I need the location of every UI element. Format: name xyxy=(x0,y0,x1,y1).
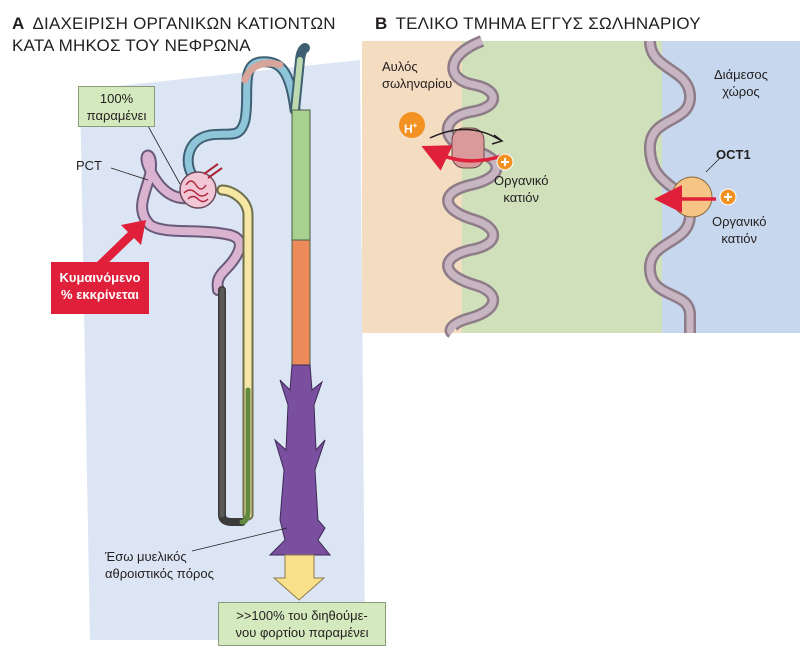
h-exchanger xyxy=(421,127,506,171)
duct-label-line-1: Έσω μυελικός xyxy=(105,549,187,564)
excretion-arrow xyxy=(272,554,326,601)
glomerulus xyxy=(179,163,223,209)
interstitial-label: Διάμεσος χώρος xyxy=(714,66,768,100)
organic-right-line-2: κατιόν xyxy=(721,231,758,246)
organic-left-line-1: Οργανικό xyxy=(494,173,549,188)
h-ion-label: H+ xyxy=(404,117,417,138)
organic-right-line-1: Οργανικό xyxy=(712,214,767,229)
lumen-label: Αυλός σωληναρίου xyxy=(382,58,452,92)
organic-cation-right-label: Οργανικό κατιόν xyxy=(712,213,766,247)
duct-leader xyxy=(191,527,288,552)
oct1-label: OCT1 xyxy=(716,147,751,162)
lumen-label-line-1: Αυλός xyxy=(382,59,418,74)
interstitial-line-2: χώρος xyxy=(722,84,760,99)
organic-left-line-2: κατιόν xyxy=(503,190,540,205)
pct-label: PCT xyxy=(76,158,102,173)
cation-right xyxy=(719,188,737,206)
collecting-duct xyxy=(268,109,332,556)
secreted-line-2: % εκκρίνεται xyxy=(61,287,139,302)
h-ion xyxy=(399,112,425,138)
oct1-leader xyxy=(705,157,721,173)
panel-b-title-text: ΤΕΛΙΚΟ ΤΜΗΜΑ ΕΓΓΥΣ ΣΩΛΗΝΑΡΙΟΥ xyxy=(395,14,701,33)
final-line-1: >>100% του διηθούμε- xyxy=(236,608,368,623)
cation-left xyxy=(496,153,514,171)
final-box: >>100% του διηθούμε- νου φορτίου παραμέν… xyxy=(218,602,386,646)
secretion-arrow xyxy=(97,220,146,268)
panel-b-title: B ΤΕΛΙΚΟ ΤΜΗΜΑ ΕΓΓΥΣ ΣΩΛΗΝΑΡΙΟΥ xyxy=(375,13,701,35)
panel-b-cells xyxy=(362,35,800,338)
h-ion-letter: H xyxy=(404,122,413,136)
interstitial-line-1: Διάμεσος xyxy=(714,67,768,82)
panel-a-letter: A xyxy=(12,14,25,33)
remain-line-1: 100% xyxy=(99,91,134,106)
remain-line-2: παραμένει xyxy=(86,108,147,123)
secreted-line-1: Κυμαινόμενο xyxy=(59,270,141,285)
panel-a-title-text: ΔΙΑΧΕΙΡΙΣΗ ΟΡΓΑΝΙΚΩΝ ΚΑΤΙΟΝΤΩΝ ΚΑΤΑ ΜΗΚΟ… xyxy=(12,14,336,55)
lumen-label-line-2: σωληναρίου xyxy=(382,76,453,91)
organic-cation-left-label: Οργανικό κατιόν xyxy=(494,172,548,206)
secreted-box: Κυμαινόμενο % εκκρίνεται xyxy=(51,262,149,314)
remain-leader xyxy=(147,125,181,185)
nephron xyxy=(136,43,310,526)
pct-leader xyxy=(110,167,149,181)
remain-100-box: 100% παραμένει xyxy=(78,86,155,127)
h-ion-sup: + xyxy=(412,121,418,130)
duct-label-line-2: αθροιστικός πόρος xyxy=(105,566,214,581)
ascending-limb-thin xyxy=(239,387,251,525)
panel-b-letter: B xyxy=(375,14,388,33)
final-line-2: νου φορτίου παραμένει xyxy=(235,625,369,640)
oct1-transporter xyxy=(671,176,713,218)
duct-label: Έσω μυελικός αθροιστικός πόρος xyxy=(105,548,214,582)
